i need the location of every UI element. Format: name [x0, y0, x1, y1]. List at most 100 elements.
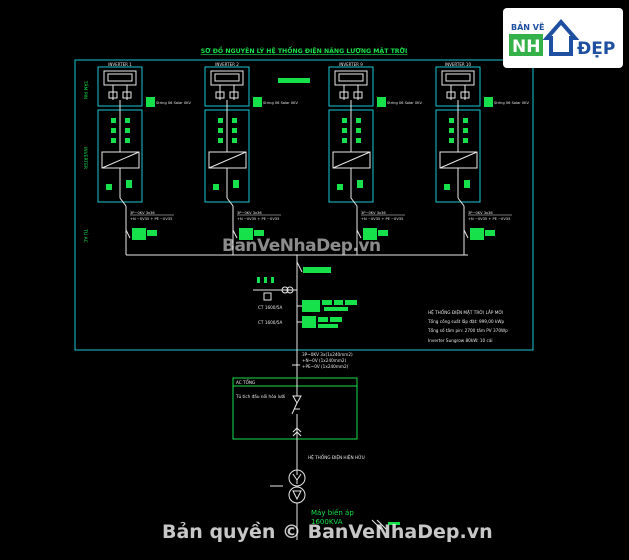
breaker-tag: [363, 228, 377, 240]
house-icon: [542, 18, 580, 56]
dc-fuse: [339, 91, 349, 99]
pv-array: [441, 70, 475, 86]
ac-terminal: [337, 184, 343, 190]
system-info-heading: HỆ THỐNG ĐIỆN MẶT TRỜI LẮP MỚI: [428, 310, 503, 315]
inverter-label: INVERTER 10: [445, 62, 471, 67]
pv-array: [103, 70, 137, 86]
cable-label: 3P~0KV 3x36: [237, 211, 262, 215]
breaker-tag: [147, 230, 157, 236]
breaker-tag: [470, 228, 484, 240]
dc-switch: [356, 138, 361, 143]
cable-sub-label: +N ~0V35 + PE ~0V35: [361, 217, 403, 221]
dc-fuse: [353, 91, 363, 99]
ac-link: [350, 197, 358, 207]
logo-top-text: BẢN VẼ: [511, 21, 544, 32]
dc-switch: [111, 118, 116, 123]
dc-switch: [111, 138, 116, 143]
dc-fuse: [122, 91, 132, 99]
ac-link: [457, 197, 465, 207]
breaker-tag: [132, 228, 146, 240]
ac-terminal: [444, 184, 450, 190]
breaker-tag: [254, 230, 264, 236]
grid-label: HỆ THỐNG ĐIỆN HIỆN HỮU: [308, 455, 365, 460]
dc-switch: [342, 118, 347, 123]
side-label-panels: TẤM PIN: [82, 80, 90, 100]
ground-lines: [371, 519, 400, 530]
dc-switch: [232, 128, 237, 133]
dc-switch: [449, 118, 454, 123]
system-info-line-2: Tổng số tấm pin: 2700 tấm PV 370Wp: [427, 328, 508, 333]
ac-cabinet-breaker: [291, 380, 302, 440]
transformer-label-1: Máy biến áp: [311, 509, 354, 517]
cable-sub-label: +N ~0V35 + PE ~0V35: [468, 217, 510, 221]
ac-breaker: [232, 229, 238, 239]
pv-array-inner: [214, 73, 240, 82]
inverter-label: INVERTER 2: [215, 62, 239, 67]
dc-fuse: [215, 91, 225, 99]
inverter-column-4: INVERTER 10 String 06 Solar 0KV 3P~0KV 3x3…: [435, 62, 530, 255]
watermark-bottom: Bản quyền © BanVeNhaDep.vn: [162, 521, 493, 543]
transformer-label-2: 1600KVA: [311, 518, 343, 526]
dc-fuse: [460, 91, 470, 99]
logo-right-text: ĐẸP: [577, 39, 615, 59]
dc-switch: [232, 138, 237, 143]
dc-switch: [449, 128, 454, 133]
main-frame: [74, 59, 534, 351]
string-tag: [146, 97, 155, 107]
green-marker: [278, 78, 310, 83]
dc-switch: [463, 138, 468, 143]
dc-switch: [356, 118, 361, 123]
inverter-diag: [332, 151, 371, 169]
string-label: String 06 Solar 0KV: [263, 101, 299, 105]
dc-switch: [125, 118, 130, 123]
dc-switch: [342, 138, 347, 143]
feeder-cable-1: 3P~0KV 3x(1x240mm2): [302, 352, 353, 357]
string-label: String 06 Solar 0KV: [156, 101, 192, 105]
side-label-ac: TỦ AC: [82, 228, 90, 243]
pv-array-inner: [338, 73, 364, 82]
ac-breaker: [463, 229, 469, 239]
watermark-center: BanVeNhaDep.vn: [222, 236, 381, 256]
ac-terminal: [106, 184, 112, 190]
pv-array: [334, 70, 368, 86]
metering-branch: [253, 277, 297, 301]
ac-breaker: [356, 229, 362, 239]
inverter-column-2: INVERTER 2 String 06 Solar 0KV 3P~0KV 3x36…: [204, 62, 299, 255]
pv-array-inner: [445, 73, 471, 82]
dc-switch: [449, 138, 454, 143]
string-tag: [253, 97, 262, 107]
cable-sub-label: +N ~0V35 + PE ~0V35: [237, 217, 279, 221]
brand-logo: BẢN VẼ NH ĐẸP: [503, 8, 623, 68]
ac-terminal: [213, 184, 219, 190]
string-tag: [484, 97, 493, 107]
main-breaker-symbol: [296, 261, 331, 273]
breaker-tag: [485, 230, 495, 236]
dc-switch: [342, 128, 347, 133]
inverter-diag: [208, 151, 247, 169]
breaker-tag: [378, 230, 388, 236]
dc-switch: [232, 118, 237, 123]
transformer-symbol: [288, 469, 306, 540]
string-tag: [377, 97, 386, 107]
dc-switch: [218, 128, 223, 133]
dc-switch: [111, 128, 116, 133]
dc-switch: [125, 138, 130, 143]
cable-label: 3P~0KV 3x36: [361, 211, 386, 215]
ac-breaker: [125, 229, 131, 239]
dc-fuse: [229, 91, 239, 99]
cable-label: 3P~0KV 3x36: [468, 211, 493, 215]
pv-array-inner: [107, 73, 133, 82]
ct-label-1: CT 1600/5A: [258, 305, 283, 310]
string-label: String 06 Solar 0KV: [494, 101, 530, 105]
dc-switch: [218, 138, 223, 143]
cable-sub-label: +N ~0V35 + PE ~0V35: [130, 217, 172, 221]
ac-cabinet-title: AC TỔNG: [236, 380, 255, 385]
logo-left-text: NH: [512, 37, 540, 57]
dc-fuse: [108, 91, 118, 99]
ac-terminal: [357, 180, 363, 188]
pv-array: [210, 70, 244, 86]
breaker-tag: [239, 228, 253, 240]
